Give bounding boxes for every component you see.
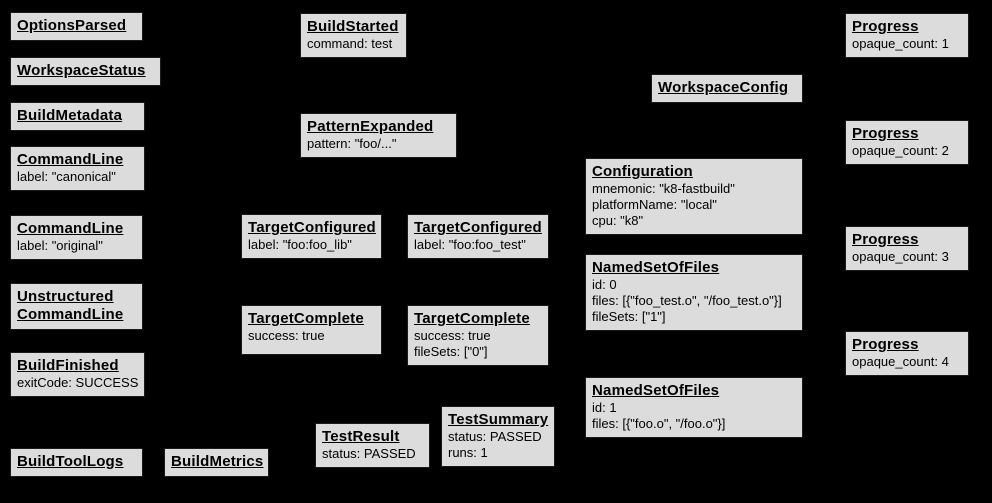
event-title: BuildFinished: [17, 357, 119, 374]
event-attribute: runs: 1: [448, 445, 488, 460]
event-box-configuration: Configuration mnemonic: "k8-fastbuild" p…: [585, 158, 803, 235]
event-title: TestSummary: [448, 411, 549, 428]
event-attribute: id: 0: [592, 277, 617, 292]
event-title: Configuration: [592, 163, 693, 180]
event-attribute: opaque_count: 4: [852, 354, 949, 369]
event-title: Unstructured CommandLine: [17, 288, 124, 323]
event-title: Progress: [852, 18, 919, 35]
event-attribute: mnemonic: "k8-fastbuild": [592, 181, 735, 196]
event-box-build-finished: BuildFinished exitCode: SUCCESS: [10, 352, 145, 397]
event-title: WorkspaceConfig: [658, 79, 789, 96]
event-box-target-complete-foo-test: TargetComplete success: true fileSets: […: [407, 305, 549, 366]
event-title: OptionsParsed: [17, 17, 127, 34]
event-box-unstructured-command-line: Unstructured CommandLine: [10, 283, 143, 330]
event-title: WorkspaceStatus: [17, 62, 146, 79]
event-title: CommandLine: [17, 151, 124, 168]
event-box-target-complete-foo-lib: TargetComplete success: true: [241, 305, 382, 355]
event-title: TargetConfigured: [248, 219, 376, 236]
event-title: Progress: [852, 336, 919, 353]
event-attribute: platformName: "local": [592, 197, 717, 212]
event-title: BuildToolLogs: [17, 453, 124, 470]
event-attribute: opaque_count: 2: [852, 143, 949, 158]
event-attribute: cpu: "k8": [592, 213, 644, 228]
event-attribute: fileSets: ["1"]: [592, 309, 666, 324]
event-title: TargetComplete: [248, 310, 364, 327]
event-box-build-tool-logs: BuildToolLogs: [10, 448, 143, 477]
event-title: CommandLine: [17, 220, 124, 237]
event-box-workspace-status: WorkspaceStatus: [10, 57, 161, 86]
event-attribute: pattern: "foo/...": [307, 136, 397, 151]
event-attribute: exitCode: SUCCESS: [17, 375, 139, 390]
event-title: NamedSetOfFiles: [592, 259, 720, 276]
event-box-pattern-expanded: PatternExpanded pattern: "foo/...": [300, 113, 457, 158]
event-attribute: files: [{"foo.o", "/foo.o"}]: [592, 416, 726, 431]
event-box-build-started: BuildStarted command: test: [300, 13, 407, 58]
event-box-progress-1: Progress opaque_count: 1: [845, 13, 969, 58]
event-attribute: command: test: [307, 36, 393, 51]
event-title: BuildMetadata: [17, 107, 123, 124]
event-title: Progress: [852, 125, 919, 142]
event-box-build-metrics: BuildMetrics: [164, 448, 269, 477]
event-box-build-metadata: BuildMetadata: [10, 102, 145, 131]
event-attribute: fileSets: ["0"]: [414, 344, 488, 359]
event-box-target-configured-foo-lib: TargetConfigured label: "foo:foo_lib": [241, 214, 382, 259]
event-attribute: success: true: [414, 328, 491, 343]
event-attribute: opaque_count: 3: [852, 249, 949, 264]
event-box-named-set-of-files-0: NamedSetOfFiles id: 0 files: [{"foo_test…: [585, 254, 803, 331]
event-attribute: success: true: [248, 328, 325, 343]
event-attribute: label: "original": [17, 238, 103, 253]
event-box-target-configured-foo-test: TargetConfigured label: "foo:foo_test": [407, 214, 549, 259]
event-box-progress-4: Progress opaque_count: 4: [845, 331, 969, 376]
event-attribute: status: PASSED: [448, 429, 542, 444]
event-title: Progress: [852, 231, 919, 248]
event-title: BuildStarted: [307, 18, 399, 35]
event-title: BuildMetrics: [171, 453, 264, 470]
event-box-command-line-canonical: CommandLine label: "canonical": [10, 146, 145, 191]
event-title: TargetComplete: [414, 310, 530, 327]
event-box-test-summary: TestSummary status: PASSED runs: 1: [441, 406, 555, 467]
event-box-named-set-of-files-1: NamedSetOfFiles id: 1 files: [{"foo.o", …: [585, 377, 803, 438]
event-attribute: files: [{"foo_test.o", "/foo_test.o"}]: [592, 293, 782, 308]
event-title: TargetConfigured: [414, 219, 542, 236]
event-box-test-result: TestResult status: PASSED: [315, 423, 430, 468]
event-box-workspace-config: WorkspaceConfig: [651, 74, 803, 103]
event-attribute: opaque_count: 1: [852, 36, 949, 51]
event-box-progress-2: Progress opaque_count: 2: [845, 120, 969, 165]
event-attribute: id: 1: [592, 400, 617, 415]
event-attribute: status: PASSED: [322, 446, 416, 461]
event-title: PatternExpanded: [307, 118, 434, 135]
event-box-progress-3: Progress opaque_count: 3: [845, 226, 969, 271]
event-attribute: label: "foo:foo_test": [414, 237, 526, 252]
event-box-options-parsed: OptionsParsed: [10, 12, 143, 41]
event-title: NamedSetOfFiles: [592, 382, 720, 399]
event-attribute: label: "canonical": [17, 169, 116, 184]
event-title: TestResult: [322, 428, 400, 445]
event-box-command-line-original: CommandLine label: "original": [10, 215, 143, 260]
event-attribute: label: "foo:foo_lib": [248, 237, 352, 252]
